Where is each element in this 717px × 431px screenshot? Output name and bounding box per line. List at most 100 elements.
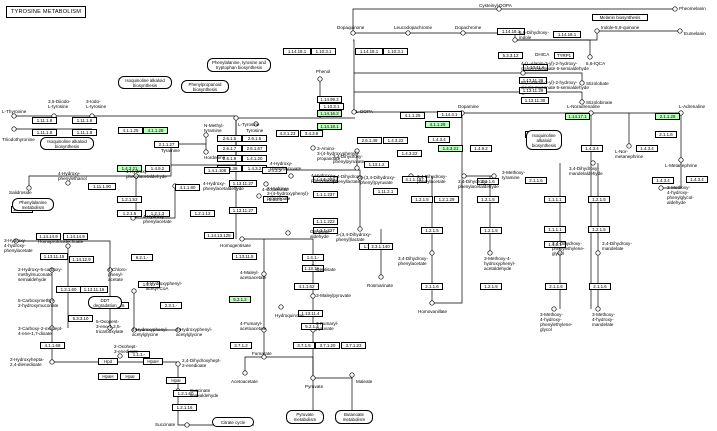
enzyme-box[interactable]: 3.7.1.5 (293, 342, 315, 349)
enzyme-box[interactable]: 1.4.3.4 (652, 177, 674, 184)
gene-box[interactable]: HpaI (120, 373, 140, 380)
compound-node[interactable] (261, 271, 267, 277)
enzyme-box[interactable]: 1.13.11.15 (40, 253, 68, 260)
enzyme-box[interactable]: 1.2.1.5 (480, 227, 502, 234)
enzyme-box[interactable]: 2.1.1.6 (545, 283, 567, 290)
enzyme-box[interactable]: 1.1.1.237 (313, 191, 338, 198)
enzyme-box[interactable]: 4.1.1.25 (400, 112, 425, 119)
enzyme-box[interactable]: 5.3.2.1 (263, 196, 288, 203)
compound-node[interactable] (310, 145, 316, 151)
enzyme-box[interactable]: 5.2.1.2 (229, 296, 251, 303)
enzyme-box[interactable]: 1.14.18.1 (283, 48, 311, 55)
enzyme-box[interactable]: 1.13.11.5 (232, 253, 257, 260)
compound-node[interactable] (354, 148, 360, 154)
compound-node[interactable] (579, 80, 585, 86)
enzyme-box[interactable]: 1.13.11.29 (519, 87, 547, 94)
compound-node[interactable] (175, 361, 181, 367)
compound-node[interactable] (285, 230, 291, 236)
compound-node[interactable] (175, 327, 181, 333)
compound-node[interactable] (626, 143, 632, 149)
gene-box[interactable]: HpaH (98, 373, 118, 380)
enzyme-box[interactable]: 1.14.12.9 (69, 256, 94, 263)
linked-pathway[interactable]: Isoquinoline alkaloid biosynthesis (526, 130, 562, 150)
enzyme-box[interactable]: 1.2.1.- (138, 281, 160, 288)
compound-node[interactable] (49, 267, 55, 273)
enzyme-box[interactable]: 1.14.14.9 (63, 233, 88, 240)
compound-node[interactable] (487, 250, 493, 256)
enzyme-box[interactable]: 2.6.1.57 (242, 145, 267, 152)
enzyme-box[interactable]: 4.1.1.25 (118, 127, 143, 134)
enzyme-box[interactable]: 1.14.16.2 (317, 110, 342, 117)
enzyme-box[interactable]: 1.14.18.1 (317, 123, 342, 130)
enzyme-box[interactable]: 1.2.1.53 (117, 196, 142, 203)
compound-node[interactable] (587, 54, 593, 60)
enzyme-box[interactable]: 2.6.1.7 (217, 145, 242, 152)
enzyme-box[interactable]: 2.6.1.5 (242, 135, 267, 142)
enzyme-box[interactable]: 1.2.1.5 (588, 226, 610, 233)
enzyme-box[interactable]: 4.1.1.28 (143, 127, 168, 134)
compound-node[interactable] (107, 267, 113, 273)
compound-node[interactable] (672, 6, 678, 12)
compound-node[interactable] (405, 30, 411, 36)
enzyme-box[interactable]: 2.1.1.6 (421, 283, 443, 290)
compound-node[interactable] (590, 160, 596, 166)
gene-box[interactable]: Melanin biosynthesis (592, 14, 648, 21)
enzyme-box[interactable]: 1.11.1.8 (32, 117, 57, 124)
enzyme-box[interactable]: 1.4.3.4 (428, 136, 450, 143)
compound-node[interactable] (512, 37, 518, 43)
compound-node[interactable] (233, 115, 239, 121)
linked-pathway[interactable]: DDT degradation (88, 296, 122, 309)
linked-pathway[interactable]: Phenylalanine, tyrosine and tryptophan b… (207, 58, 271, 72)
enzyme-box[interactable]: 1.4.3.22 (383, 137, 408, 144)
compound-node[interactable] (460, 30, 466, 36)
enzyme-box[interactable]: 1.1.1.1 (544, 226, 566, 233)
compound-node[interactable] (263, 181, 269, 187)
enzyme-box[interactable]: 1.4.1.20 (242, 155, 267, 162)
enzyme-box[interactable]: 1.2.1.60 (173, 390, 198, 397)
enzyme-box[interactable]: 1.14.17.1 (565, 113, 590, 120)
gene-box[interactable]: Hpd (98, 358, 118, 365)
enzyme-box[interactable]: 1.14.18.1 (553, 31, 581, 38)
enzyme-box[interactable]: 1.13.11.4 (298, 310, 323, 317)
enzyme-box[interactable]: 1.14.14.9 (36, 233, 61, 240)
enzyme-box[interactable]: 1.11.2.1 (373, 188, 398, 195)
compound-node[interactable] (65, 243, 71, 249)
enzyme-box[interactable]: 1.2.1.29 (434, 196, 459, 203)
enzyme-box[interactable]: 2.3.1.140 (368, 243, 393, 250)
enzyme-box[interactable]: 1.2.1.13 (190, 210, 215, 217)
compound-node[interactable] (261, 327, 267, 333)
compound-node[interactable] (253, 121, 259, 127)
enzyme-box[interactable]: 3.7.1.20 (315, 342, 340, 349)
linked-pathway[interactable]: Isoquinoline alkaloid biosynthesis (118, 76, 172, 89)
compound-node[interactable] (256, 193, 262, 199)
enzyme-box[interactable]: 3.7.1.23 (341, 342, 366, 349)
compound-node[interactable] (357, 175, 363, 181)
compound-node[interactable] (496, 6, 502, 12)
enzyme-box[interactable]: 1.13.11.27 (229, 180, 257, 187)
enzyme-box[interactable]: 1.11.1.90 (88, 183, 116, 190)
enzyme-box[interactable]: 1.14.99.2 (317, 96, 342, 103)
enzyme-box[interactable]: 1.4.3.4 (636, 145, 658, 152)
enzyme-box[interactable]: 1.4.3.21 (117, 165, 142, 172)
compound-node[interactable] (351, 109, 357, 115)
enzyme-box[interactable]: 1.14.13.125 (204, 232, 234, 239)
enzyme-box[interactable]: 2.1.1.6 (525, 177, 547, 184)
compound-node[interactable] (203, 149, 209, 155)
compound-node[interactable] (13, 238, 19, 244)
enzyme-box[interactable]: 1.13.11.16 (80, 286, 108, 293)
enzyme-box[interactable]: 4.1.1.62 (294, 283, 319, 290)
compound-node[interactable] (595, 250, 601, 256)
enzyme-box[interactable]: 1.2.1.3 (145, 210, 170, 217)
compound-node[interactable] (678, 157, 684, 163)
enzyme-box[interactable]: 1.2.1.5 (421, 227, 443, 234)
enzyme-box[interactable]: 1.13.11.27 (229, 207, 257, 214)
enzyme-box[interactable]: 1.4.3.4 (581, 145, 603, 152)
enzyme-box[interactable]: 1.4.3.21 (438, 145, 463, 152)
enzyme-box[interactable]: 1.2.1.5 (411, 196, 433, 203)
enzyme-box[interactable]: 1.4.1.108 (204, 167, 230, 174)
compound-node[interactable] (551, 306, 557, 312)
compound-node[interactable] (557, 250, 563, 256)
enzyme-box[interactable]: 1.2.1.16 (172, 404, 197, 411)
enzyme-box[interactable]: 1.4.3.4 (686, 176, 708, 183)
enzyme-box[interactable]: 1.2.1.5 (117, 210, 142, 217)
